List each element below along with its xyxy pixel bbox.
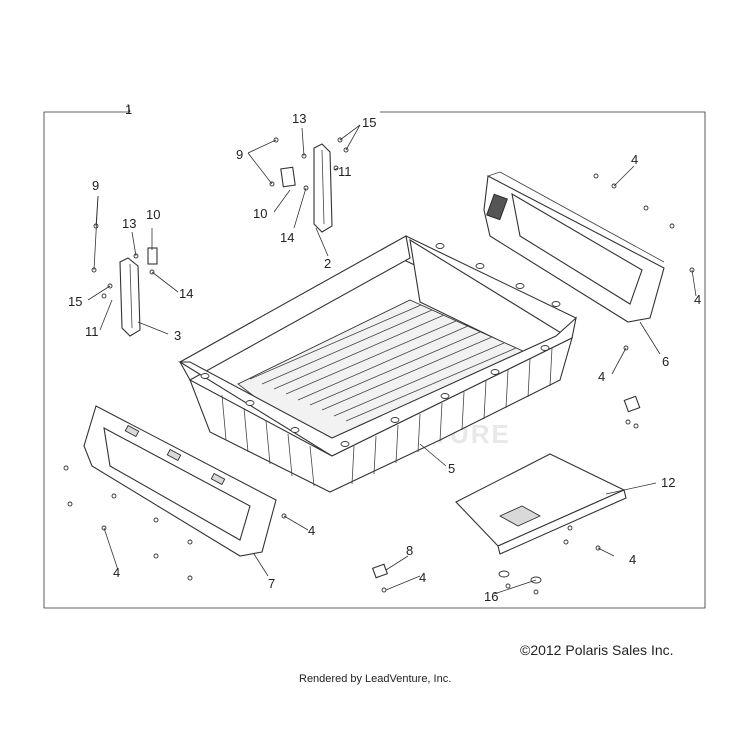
callout-5: 5: [448, 461, 455, 476]
rendered-by-credit: Rendered by LeadVenture, Inc.: [299, 673, 452, 685]
callout-12: 12: [661, 475, 675, 490]
callout-8: 8: [406, 543, 413, 558]
callout-15: 15: [362, 115, 376, 130]
skid-plate-part-12: [455, 453, 627, 555]
callout-2: 2: [324, 256, 331, 271]
leader-lines: [87, 124, 697, 595]
callout-3: 3: [174, 328, 181, 343]
bracket-part-3: [119, 247, 158, 337]
callout-15: 15: [68, 294, 82, 309]
copyright-notice: ©2012 Polaris Sales Inc.: [520, 642, 674, 658]
callout-10: 10: [146, 207, 160, 222]
callout-7: 7: [268, 576, 275, 591]
callout-10: 10: [253, 206, 267, 221]
latch-part-8: [371, 563, 389, 579]
callout-4: 4: [419, 570, 426, 585]
callout-labels: 1 2 3 4 4 4 4 4 4 4 5 6 7 8 9 9 10 10 11…: [68, 102, 701, 604]
callout-1: 1: [125, 102, 132, 117]
callout-4: 4: [598, 369, 605, 384]
assembly-frame: [43, 111, 706, 609]
front-panel-part-7: [83, 405, 277, 557]
callout-4: 4: [694, 292, 701, 307]
cargo-box-part-5: [178, 235, 577, 493]
rear-panel-part-6: [483, 171, 665, 323]
callout-4: 4: [113, 565, 120, 580]
callout-4: 4: [629, 552, 636, 567]
callout-4: 4: [308, 523, 315, 538]
callout-13: 13: [292, 111, 306, 126]
bracket-part-2: [280, 143, 333, 233]
callout-6: 6: [662, 354, 669, 369]
callout-9: 9: [92, 178, 99, 193]
callout-11: 11: [85, 324, 99, 339]
latch-rear: [623, 395, 641, 429]
callout-11: 11: [338, 164, 352, 179]
callout-16: 16: [484, 589, 498, 604]
callout-14: 14: [179, 286, 193, 301]
callout-9: 9: [236, 147, 243, 162]
callout-13: 13: [122, 216, 136, 231]
callout-14: 14: [280, 230, 294, 245]
callout-4: 4: [631, 152, 638, 167]
